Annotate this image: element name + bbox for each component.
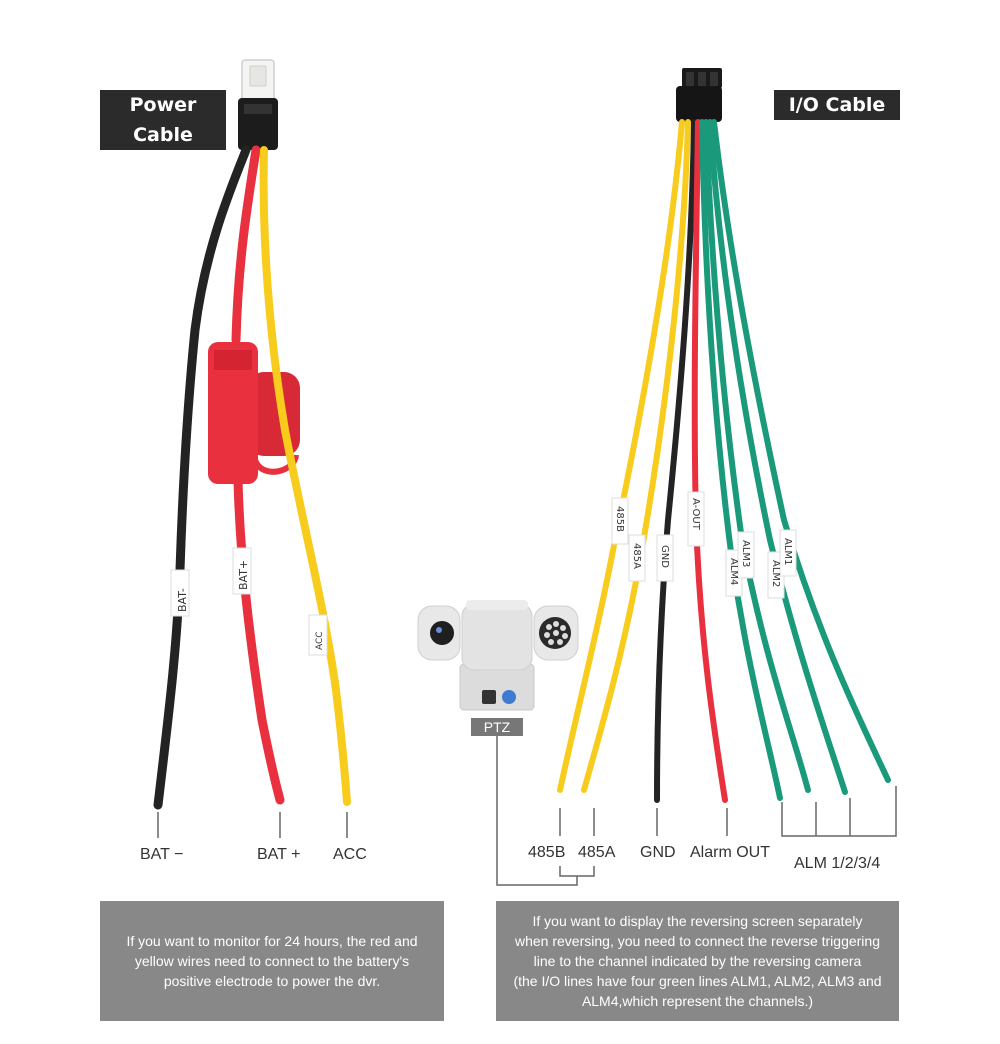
485a-wire	[581, 119, 691, 793]
bat-plus-label: BAT +	[257, 846, 301, 863]
bat-plus-wire	[231, 145, 261, 345]
power-cable-title: Power Cable	[100, 90, 226, 150]
io-connector	[676, 68, 722, 122]
io-note-line: ALM4,which represent the channels.)	[581, 993, 814, 1009]
485a-label: 485A	[578, 844, 616, 861]
alm-label: ALM 1/2/3/4	[794, 855, 881, 872]
acc-label: ACC	[333, 846, 367, 863]
mark-bat-plus: BAT+	[237, 560, 250, 590]
acc-wire	[259, 146, 351, 806]
alarm-out-label: Alarm OUT	[690, 844, 770, 861]
mark-alm3: ALM3	[740, 540, 751, 567]
gnd-wire	[654, 119, 697, 803]
alm3-wire	[703, 119, 811, 793]
bat-minus-wire	[153, 145, 251, 810]
mark-acc: ACC	[315, 631, 325, 650]
power-note-text: If you want to monitor for 24 hours, the…	[126, 933, 418, 989]
ptz-label: PTZ	[471, 718, 523, 736]
mark-alm1: ALM1	[782, 538, 793, 565]
io-note: If you want to display the reversing scr…	[496, 901, 899, 1021]
mark-485a: 485A	[631, 543, 642, 569]
io-note-line: line to the channel indicated by the rev…	[533, 953, 862, 969]
ptz-camera-image	[417, 600, 579, 711]
mark-alm2: ALM2	[770, 560, 781, 587]
power-note: If you want to monitor for 24 hours, the…	[100, 901, 444, 1021]
mark-aout: A-OUT	[690, 498, 701, 531]
alm1-wire	[711, 119, 891, 783]
io-note-line: when reversing, you need to connect the …	[515, 933, 880, 949]
485b-label: 485B	[528, 844, 566, 861]
mark-alm4: ALM4	[728, 558, 739, 585]
gnd-label: GND	[640, 844, 676, 861]
power-connector	[238, 59, 278, 150]
io-note-line: (the I/O lines have four green lines ALM…	[513, 973, 882, 989]
mark-gnd: GND	[659, 545, 670, 568]
alm4-wire	[699, 119, 783, 801]
io-note-line: If you want to display the reversing scr…	[532, 913, 863, 929]
mark-485b: 485B	[614, 506, 625, 532]
bat-minus-label: BAT −	[140, 846, 184, 863]
mark-bat-minus: BAT-	[176, 588, 189, 612]
alm2-wire	[707, 119, 848, 795]
485b-wire	[557, 119, 685, 793]
io-cable-title: I/O Cable	[774, 90, 900, 120]
